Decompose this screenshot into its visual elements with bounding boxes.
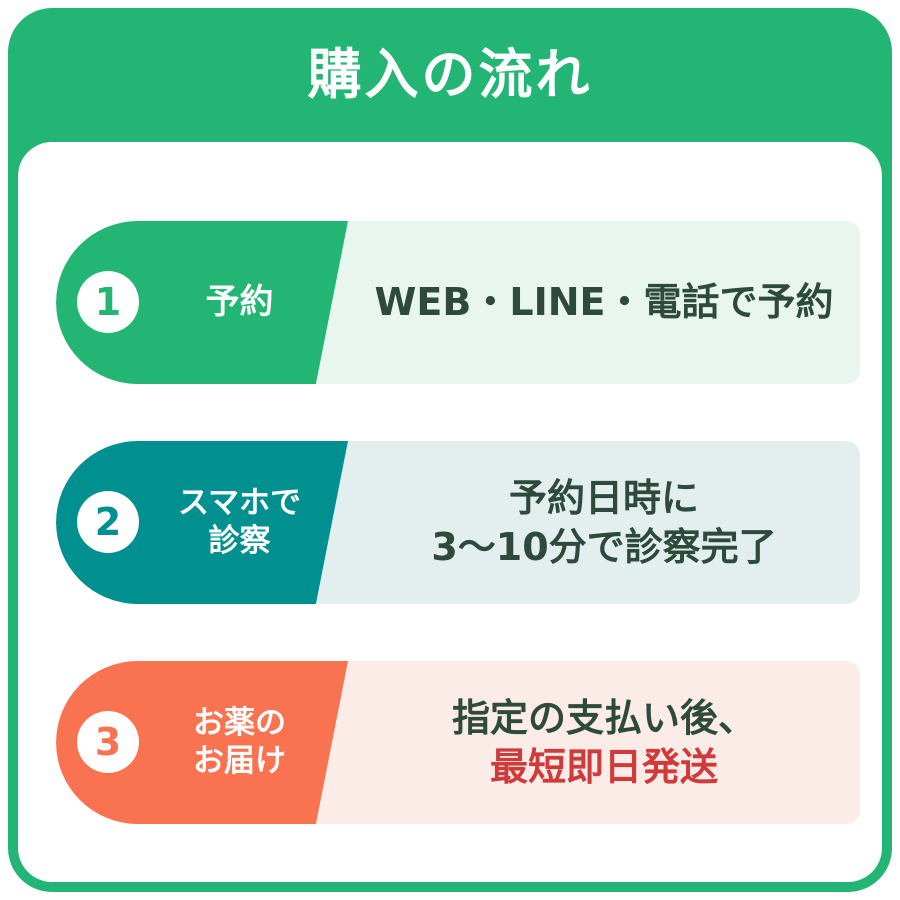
- step-2-desc-line-1: 予約日時に: [508, 475, 699, 520]
- step-2-tab: 2 スマホで 診察: [56, 441, 348, 604]
- step-2-description: 予約日時に 3〜10分で診察完了: [348, 441, 860, 604]
- step-3-label-line-1: お薬の: [193, 704, 286, 741]
- step-3-tab: 3 お薬の お届け: [56, 661, 348, 824]
- step-3-desc-line-2: 最短即日発送: [489, 744, 718, 789]
- step-3-description: 指定の支払い後、 最短即日発送: [348, 661, 860, 824]
- step-2-label-line-1: スマホで: [177, 484, 302, 521]
- step-1-description: WEB・LINE・電話で予約: [348, 221, 860, 384]
- step-1-desc-line-1: WEB・LINE・電話で予約: [374, 280, 834, 325]
- step-3-desc-line-1: 指定の支払い後、: [451, 695, 756, 740]
- step-1-number-badge: 1: [77, 271, 139, 333]
- steps-panel: 1 予約 WEB・LINE・電話で予約 2 スマホで 診察: [18, 142, 882, 882]
- purchase-flow-card: 購入の流れ 1 予約 WEB・LINE・電話で予約: [8, 8, 892, 892]
- step-2-label: スマホで 診察: [152, 441, 327, 604]
- step-2-label-line-2: 診察: [208, 522, 271, 559]
- step-row-3: 3 お薬の お届け 指定の支払い後、 最短即日発送: [56, 661, 860, 824]
- step-3-label-line-2: お届け: [193, 742, 286, 779]
- step-row-2: 2 スマホで 診察 予約日時に 3〜10分で診察完了: [56, 441, 860, 604]
- step-1-tab: 1 予約: [56, 221, 348, 384]
- step-row-1: 1 予約 WEB・LINE・電話で予約: [56, 221, 860, 384]
- step-2-desc-line-2: 3〜10分で診察完了: [431, 524, 777, 569]
- step-3-number-badge: 3: [77, 711, 139, 773]
- step-1-label: 予約: [152, 221, 327, 384]
- step-1-label-line-1: 予約: [205, 281, 274, 322]
- steps-list: 1 予約 WEB・LINE・電話で予約 2 スマホで 診察: [18, 142, 882, 882]
- step-2-number-badge: 2: [77, 491, 139, 553]
- step-3-label: お薬の お届け: [152, 661, 327, 824]
- page-title: 購入の流れ: [307, 43, 593, 106]
